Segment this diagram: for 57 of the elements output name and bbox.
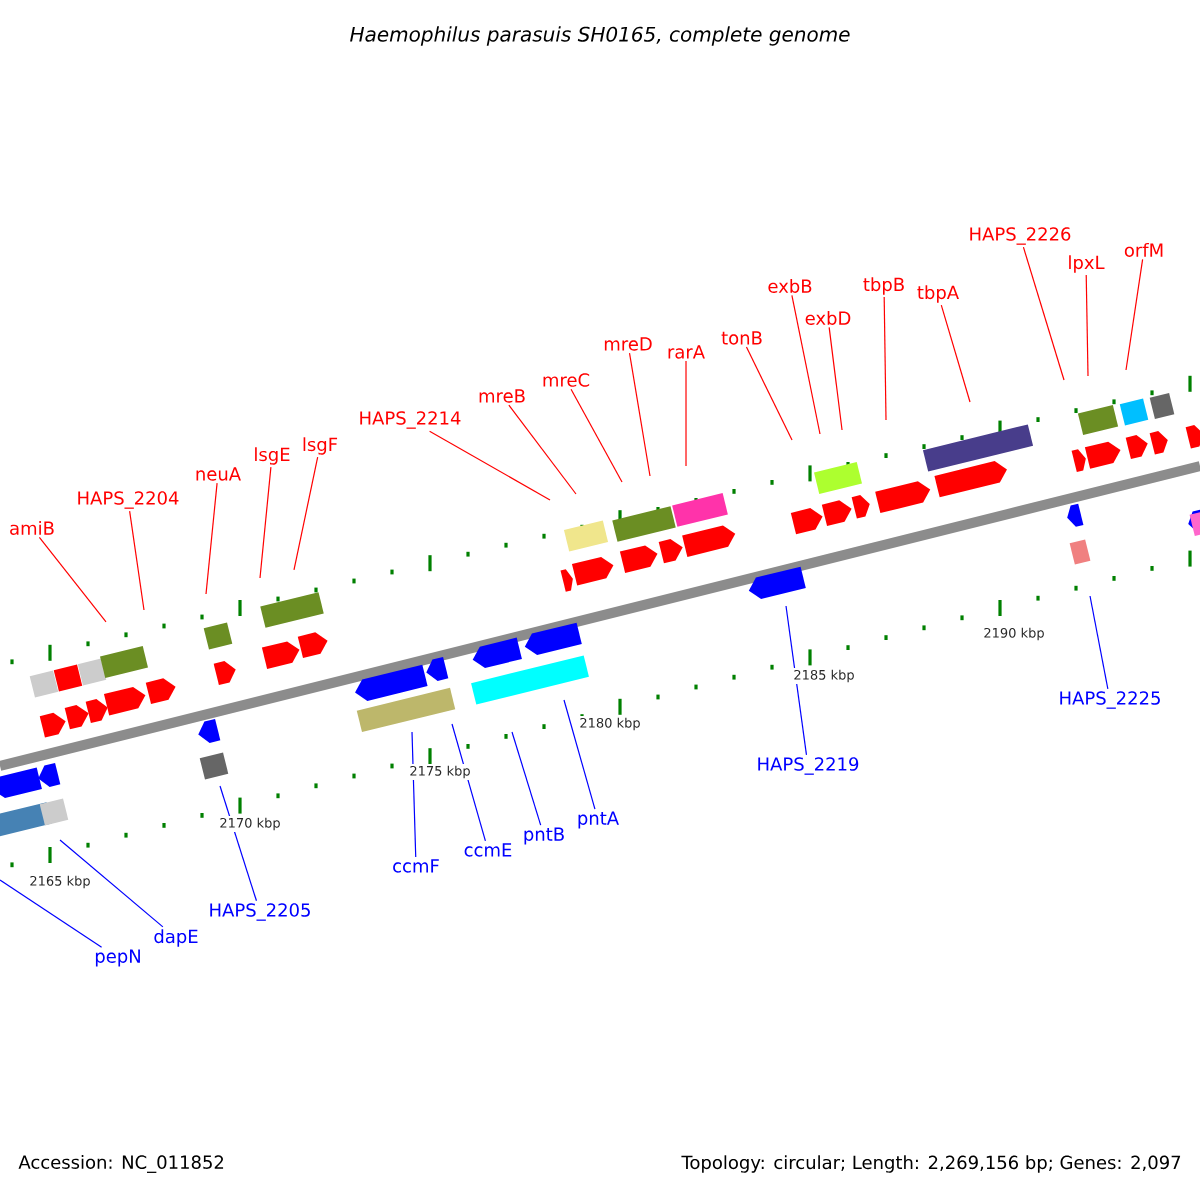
gene-label: ccmF [393, 859, 439, 873]
gene-label: pntB [524, 827, 564, 845]
leader-line [883, 296, 887, 421]
leader-line [1125, 258, 1144, 371]
gene-label: mreB [479, 389, 525, 403]
leader-line [411, 731, 417, 858]
leader-line [1022, 246, 1065, 381]
leader-line [508, 404, 577, 495]
gene-label: tbpA [917, 285, 959, 303]
leader-line [563, 699, 596, 810]
leader-line [429, 430, 551, 501]
leader-line [628, 352, 651, 477]
gene-label: pepN [95, 949, 140, 967]
gene-label: exbD [805, 311, 851, 325]
leader-line [791, 294, 821, 435]
leader-line [0, 879, 103, 948]
gene-label: lsgE [255, 447, 290, 465]
leader-line [38, 536, 107, 623]
leader-line [259, 466, 272, 579]
gene-label: exbB [768, 279, 812, 293]
leader-line [205, 482, 218, 595]
gene-label: HAPS_2214 [360, 411, 461, 429]
gene-label: HAPS_2225 [1060, 691, 1160, 709]
leader-line [511, 731, 542, 826]
gene-label: HAPS_2204 [78, 491, 179, 509]
leader-line [940, 304, 971, 403]
gene-label: dapE [154, 929, 198, 947]
leader-line [1089, 595, 1109, 690]
gene-label: ccmE [464, 843, 512, 857]
gene-label: HAPS_2205 [210, 903, 310, 921]
gene-label: mreD [604, 337, 652, 351]
leader-line [219, 785, 258, 902]
gene-label: neuA [196, 467, 241, 481]
gene-label: mreC [543, 373, 590, 387]
leader-line [1085, 274, 1089, 377]
gene-label: HAPS_2219 [758, 757, 859, 775]
gene-label: rarA [668, 345, 705, 359]
leader-line [293, 456, 319, 571]
leader-line [828, 326, 843, 431]
gene-label: lpxL [1069, 255, 1105, 273]
leader-line [59, 839, 164, 928]
leader-line [785, 605, 808, 756]
leader-line [570, 388, 623, 483]
accession-text: Accession: NC_011852 [18, 1155, 224, 1173]
gene-label: tbpB [863, 277, 904, 295]
genome-info-text: Topology: circular; Length: 2,269,156 bp; Genes: 2,097 [681, 1155, 1181, 1173]
gene-label: orfM [1124, 243, 1163, 257]
gene-label: lsgF [303, 437, 338, 455]
gene-label: HAPS_2226 [970, 227, 1071, 245]
leader-line [451, 723, 486, 842]
gene-label: tonB [721, 331, 762, 345]
leader-line [129, 510, 145, 611]
title: Haemophilus parasuis SH0165, complete genome [350, 26, 850, 46]
leader-line [745, 346, 793, 441]
gene-label: pntA [578, 811, 619, 829]
gene-label: amiB [10, 521, 54, 535]
leader-line [685, 360, 687, 467]
